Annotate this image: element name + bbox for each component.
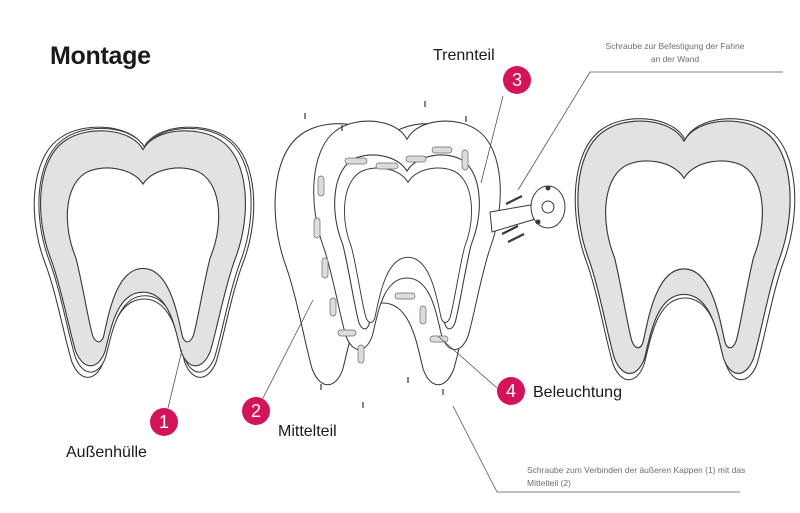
part-1-number-badge: 1 [150,408,178,436]
leader-lines [167,71,783,493]
part-4-label: Beleuchtung [533,384,622,401]
part-3-number-badge: 3 [503,66,531,94]
cap-screw-marks [304,101,467,408]
separator-panel-drawing [574,118,796,381]
led-strips [313,146,469,364]
cap-screw-note: Schraube zum Verbinden der äußeren Kappe… [527,465,746,488]
wall-bracket-drawing [489,185,566,243]
wall-screw-note: Schraube zur Befestigung der Fahne an de… [605,41,745,64]
part-4-number-badge: 4 [497,377,525,405]
middle-piece-drawing [274,101,501,408]
part-3-label: Trennteil [433,47,495,64]
part-2-label: Mittelteil [278,423,337,440]
part-1-label: Außenhülle [66,444,147,461]
outer-shell-drawing [33,126,255,378]
page-title: Montage [50,42,151,70]
part-2-number-badge: 2 [242,397,270,425]
